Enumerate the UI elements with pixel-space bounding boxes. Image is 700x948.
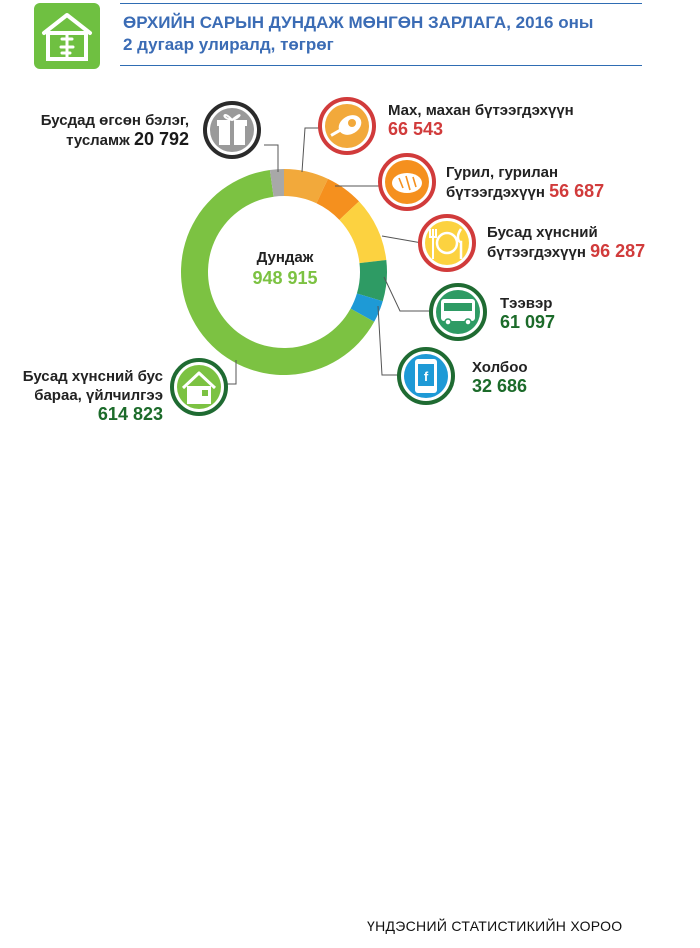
value-other-food: 96 287 (590, 241, 646, 261)
footer-source: ҮНДЭСНИЙ СТАТИСТИКИЙН ХОРОО (367, 918, 623, 934)
label-communication-line1: Холбоо (472, 359, 528, 376)
gift-icon (203, 101, 261, 159)
leader-lines (225, 127, 430, 385)
page-title: ӨРХИЙН САРЫН ДУНДАЖ МӨНГӨН ЗАРЛАГА, 2016… (123, 12, 683, 56)
value-communication: 32 686 (472, 376, 528, 396)
label-gift-line1: Бусдад өгсөн бэлэг, (40, 112, 189, 129)
meat-icon (318, 97, 376, 155)
label-flour-line2: бүтээгдэхүүн (446, 184, 545, 201)
label-other-food-line1: Бусад хүнсний (487, 224, 598, 241)
label-meat-line1: Мах, махан бүтээгдэхүүн (388, 102, 574, 119)
bus-icon (429, 283, 487, 341)
label-meat: Мах, махан бүтээгдэхүүн 66 543 (388, 101, 574, 139)
donut-slice-other-food (339, 201, 387, 264)
label-flour: Гурил, гурилан бүтээгдэхүүн 56 687 (446, 163, 604, 202)
ger-logo-icon (42, 13, 92, 61)
chart-center-label: Дундаж (256, 249, 314, 266)
donut-slice-communication (350, 293, 383, 322)
donut-slice-flour (316, 178, 360, 220)
value-nonfood: 614 823 (97, 404, 163, 424)
plate-cutlery-icon (418, 214, 476, 272)
title-line-2: 2 дугаар улиралд, төгрөг (123, 35, 334, 54)
label-nonfood: Бусад хүнсний бус бараа, үйлчилгээ 614 8… (8, 367, 163, 424)
label-nonfood-line2: бараа, үйлчилгээ (34, 387, 163, 404)
label-gift-line2: тусламж (66, 132, 130, 149)
title-top-rule (120, 3, 642, 4)
logo (34, 3, 100, 69)
label-gift: Бусдад өгсөн бэлэг, тусламж 20 792 (39, 111, 189, 150)
smartphone-icon: f (397, 347, 455, 405)
label-flour-line1: Гурил, гурилан (446, 164, 559, 181)
leader-line-nonfood (225, 360, 237, 385)
label-nonfood-line1: Бусад хүнсний бус (22, 368, 163, 385)
label-other-food-line2: бүтээгдэхүүн (487, 244, 586, 261)
value-transport: 61 097 (500, 312, 556, 332)
title-bottom-rule (120, 65, 642, 66)
bread-icon (378, 153, 436, 211)
svg-text:f: f (424, 369, 429, 384)
donut-slice-meat (284, 169, 328, 204)
leader-line-transport (383, 276, 430, 312)
value-meat: 66 543 (388, 119, 444, 139)
value-flour: 56 687 (549, 181, 605, 201)
leader-line-gift (264, 144, 279, 172)
donut-ring (181, 169, 387, 375)
donut-slice-gift (269, 169, 284, 197)
leader-line-communication (377, 305, 400, 376)
value-gift: 20 792 (133, 129, 189, 149)
label-transport-line1: Тээвэр (500, 295, 553, 312)
leader-line-meat (301, 127, 322, 173)
title-line-1: ӨРХИЙН САРЫН ДУНДАЖ МӨНГӨН ЗАРЛАГА, 2016… (123, 13, 594, 32)
house-icon (170, 358, 228, 416)
label-other-food: Бусад хүнсний бүтээгдэхүүн 96 287 (487, 223, 645, 262)
label-transport: Тээвэр 61 097 (500, 294, 555, 332)
leader-line-other-food (381, 235, 423, 244)
chart-center-value: 948 915 (252, 268, 318, 288)
label-communication: Холбоо 32 686 (472, 358, 528, 396)
donut-slice-transport (356, 259, 387, 302)
